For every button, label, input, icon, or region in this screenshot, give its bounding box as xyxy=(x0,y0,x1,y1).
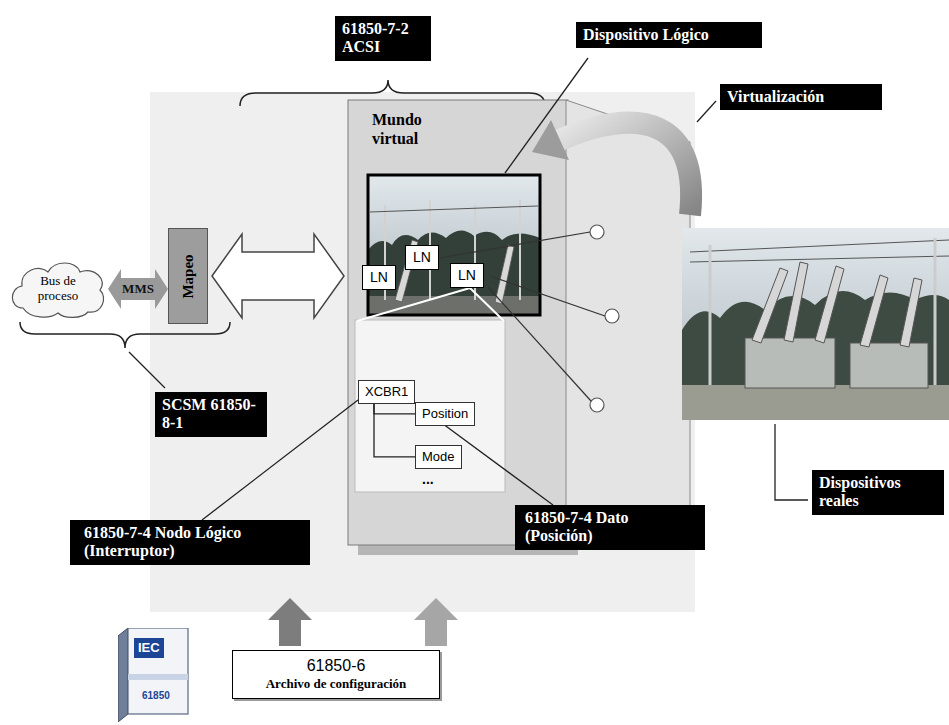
node-text: 61850-7-4 Dato (Posición) xyxy=(525,509,671,546)
process-bus-cloud: Bus de proceso xyxy=(8,258,108,320)
photo-pole xyxy=(934,238,937,385)
photo-wire xyxy=(690,256,949,262)
mapping-line xyxy=(488,287,591,401)
node-text: Archivo de configuración xyxy=(241,676,431,693)
virtualization-arrowhead xyxy=(532,120,569,160)
virtual-panel-ground xyxy=(348,100,568,545)
node-text: LN xyxy=(458,267,476,284)
photo-sky xyxy=(682,228,949,420)
config-file-box: 61850-6Archivo de configuración xyxy=(232,650,440,699)
cloud-outline xyxy=(12,263,103,317)
config-up-arrow xyxy=(268,598,312,646)
node-text: Dispositivo Lógico xyxy=(583,26,755,44)
leader-line xyxy=(505,58,588,173)
mapping-line xyxy=(490,276,605,316)
callout-label: 61850-7-2 ACSI xyxy=(335,16,431,61)
photo-bushing xyxy=(495,245,514,304)
mapping-box: Mapeo xyxy=(168,228,208,324)
node-text: 61850-7-4 Nodo Lógico (Interruptor) xyxy=(84,524,296,561)
logical-node-box: LN xyxy=(362,265,396,290)
leader-line xyxy=(129,352,165,388)
photo-bushing xyxy=(900,278,922,347)
leader-line xyxy=(775,424,808,500)
photo-transformer xyxy=(850,343,928,388)
callout-label: Dispositivo Lógico xyxy=(576,22,762,48)
edge-label: MMS xyxy=(120,282,156,296)
node-detail-panel xyxy=(355,320,505,492)
photo-bushing xyxy=(752,268,788,343)
callout-label: 61850-7-4 Dato (Posición) xyxy=(515,505,705,550)
logical-node-box: LN xyxy=(405,245,439,270)
plane-port xyxy=(590,398,604,412)
logical-node-box: LN xyxy=(450,263,484,288)
connector xyxy=(374,404,415,414)
photo-pole xyxy=(519,200,521,300)
data-box: Mode xyxy=(415,445,462,469)
zoom-line xyxy=(357,288,470,321)
node-text: 61850-7-2 ACSI xyxy=(342,20,424,57)
data-box: Position xyxy=(415,402,475,426)
node-text: 61850 xyxy=(142,690,170,701)
node-text: XCBR1 xyxy=(365,384,408,400)
connector-line xyxy=(374,404,415,414)
node-text: Mundo virtual xyxy=(372,110,442,148)
block-arrow xyxy=(212,234,344,318)
zoom-line xyxy=(470,288,504,321)
photo-transformer xyxy=(745,338,835,388)
node-text: 61850-6 xyxy=(241,656,431,676)
plane-port xyxy=(590,225,604,239)
node-text: Virtualización xyxy=(727,88,875,106)
standard-binder: IEC 61850 xyxy=(118,628,190,722)
photo-bushing xyxy=(860,275,888,347)
connector xyxy=(374,404,415,457)
node-text: LN xyxy=(413,249,431,266)
leader-line xyxy=(697,101,716,122)
binder-spine xyxy=(118,628,128,722)
photo-ground xyxy=(682,385,949,420)
ellipsis-label: ... xyxy=(422,472,434,486)
connector xyxy=(212,234,344,318)
data-box: XCBR1 xyxy=(358,380,415,404)
node-text: Dispositivos reales xyxy=(819,474,937,511)
mapping-line xyxy=(440,232,590,258)
node-text: Bus de proceso xyxy=(23,274,93,304)
config-up-arrow xyxy=(414,598,458,646)
plane-port xyxy=(605,309,619,323)
photo-bushing xyxy=(815,266,844,343)
photo-wire xyxy=(690,240,949,252)
photo-bushing xyxy=(784,262,808,342)
callout-label: SCSM 61850-8-1 xyxy=(155,392,267,437)
node-text: Mode xyxy=(422,449,455,465)
callout-label: 61850-7-4 Nodo Lógico (Interruptor) xyxy=(70,520,310,565)
node-text: LN xyxy=(370,269,388,286)
node-text: SCSM 61850-8-1 xyxy=(162,396,260,433)
virtualization-arrow xyxy=(560,123,691,215)
node-text: IEC xyxy=(134,638,164,658)
photo-pole xyxy=(709,245,712,385)
binder-cover xyxy=(128,628,188,714)
callout-label: Virtualización xyxy=(720,84,882,110)
connector xyxy=(108,269,168,309)
node-text: Position xyxy=(422,406,468,422)
block-arrow xyxy=(108,269,168,309)
connector-line xyxy=(374,404,415,457)
real-devices-photo xyxy=(682,228,949,420)
virtualization-plane xyxy=(566,100,690,548)
photo-ground xyxy=(368,296,540,315)
node-text: Mapeo xyxy=(180,254,197,298)
photo-wire xyxy=(370,206,538,212)
callout-label: Dispositivos reales xyxy=(812,470,944,515)
virtual-world-panel: Mundo virtualLN LN LN XCBR1PositionMode xyxy=(348,100,568,545)
binder-band xyxy=(128,674,188,680)
scsm-brace xyxy=(20,322,230,348)
